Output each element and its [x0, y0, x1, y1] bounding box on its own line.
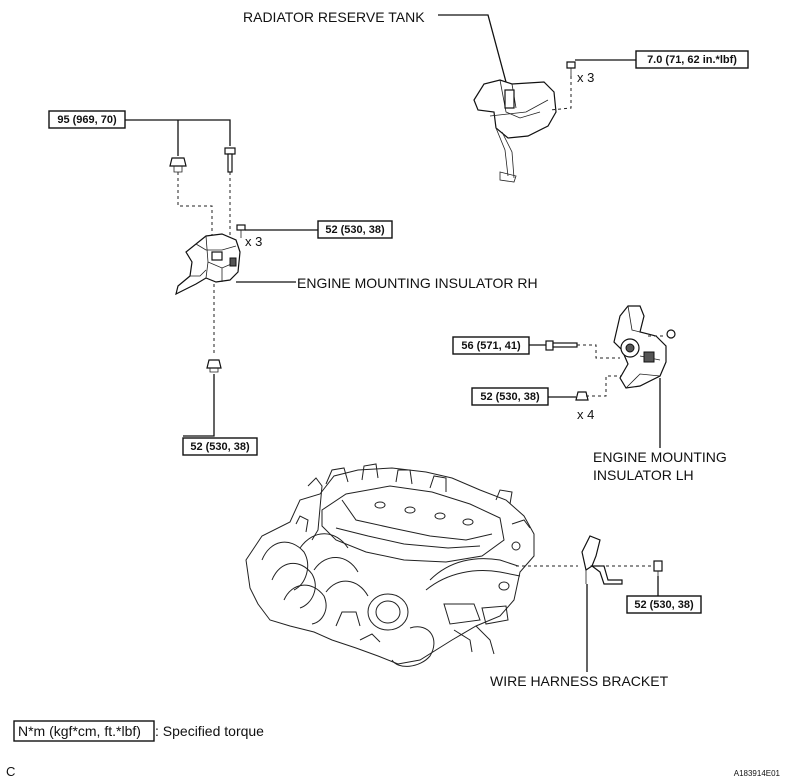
radiator-reserve-tank-part — [473, 79, 557, 183]
rh-upper-leader-bolt — [125, 119, 231, 146]
radiator-reserve-tank-group: RADIATOR RESERVE TANK 7.0 (71, 62 in.*lb… — [243, 9, 749, 183]
lh-nut-part — [575, 391, 589, 401]
engine-mount-lh-label-line1: ENGINE MOUNTING — [593, 449, 727, 465]
tank-bolt-part — [566, 61, 576, 76]
footer-letter: C — [6, 764, 15, 779]
bracket-bolt-torque-text: 52 (530, 38) — [634, 599, 694, 611]
radiator-reserve-tank-label: RADIATOR RESERVE TANK — [243, 9, 425, 25]
bracket-bolt-torque-box — [626, 595, 702, 614]
rh-lower-leader — [183, 374, 215, 437]
wire-harness-bracket-group: 52 (530, 38) WIRE HARNESS BRACKET — [490, 535, 702, 689]
legend-unit-box — [13, 720, 155, 742]
rh-mid-torque-box — [317, 220, 393, 239]
tank-bolt-dashline — [549, 76, 572, 111]
legend-unit-text: N*m (kgf*cm, ft.*lbf) — [18, 723, 141, 739]
engine-part — [245, 463, 535, 667]
radiator-reserve-tank-leader — [438, 14, 507, 83]
rh-nut-dashline — [177, 172, 213, 236]
figure-id: A183914E01 — [734, 769, 781, 778]
rh-mid-bolt-part — [236, 224, 246, 238]
legend-description: : Specified torque — [155, 723, 264, 739]
lh-nut-qty: x 4 — [577, 407, 594, 422]
rh-upper-nut-part — [169, 157, 187, 173]
lh-nut-dashline — [586, 375, 624, 397]
lh-nut-torque-text: 52 (530, 38) — [480, 391, 540, 403]
engine-mount-rh-label: ENGINE MOUNTING INSULATOR RH — [297, 275, 538, 291]
tank-bolt-torque-text: 7.0 (71, 62 in.*lbf) — [647, 54, 737, 66]
rh-lower-torque-box — [182, 437, 258, 456]
lh-insulator-part — [613, 305, 676, 389]
torque-legend: N*m (kgf*cm, ft.*lbf) : Specified torque — [13, 720, 264, 742]
tank-bolt-torque-box — [635, 50, 749, 69]
rh-mid-qty: x 3 — [245, 234, 262, 249]
rh-mid-torque-text: 52 (530, 38) — [325, 224, 385, 236]
engine-mount-rh-group: 95 (969, 70) 52 (530, 38) x 3 — [48, 110, 538, 456]
engine-mount-lh-group: 56 (571, 41) 52 (530, 38) x 4 ENGINE MO — [452, 305, 727, 483]
wire-harness-bracket-label: WIRE HARNESS BRACKET — [490, 673, 669, 689]
tank-bolt-qty: x 3 — [577, 70, 594, 85]
rh-lower-nut-part — [206, 359, 222, 373]
lh-bolt-dashline — [577, 344, 620, 359]
wire-harness-bracket-part — [581, 535, 623, 585]
engine-mount-lh-label-line2: INSULATOR LH — [593, 467, 694, 483]
lh-long-bolt-part — [545, 340, 578, 351]
rh-lower-torque-text: 52 (530, 38) — [190, 441, 250, 453]
lh-bolt-torque-text: 56 (571, 41) — [461, 340, 521, 352]
rh-upper-bolt-part — [224, 147, 236, 173]
rh-insulator-part — [175, 233, 241, 296]
rh-upper-torque-text: 95 (969, 70) — [57, 114, 117, 126]
